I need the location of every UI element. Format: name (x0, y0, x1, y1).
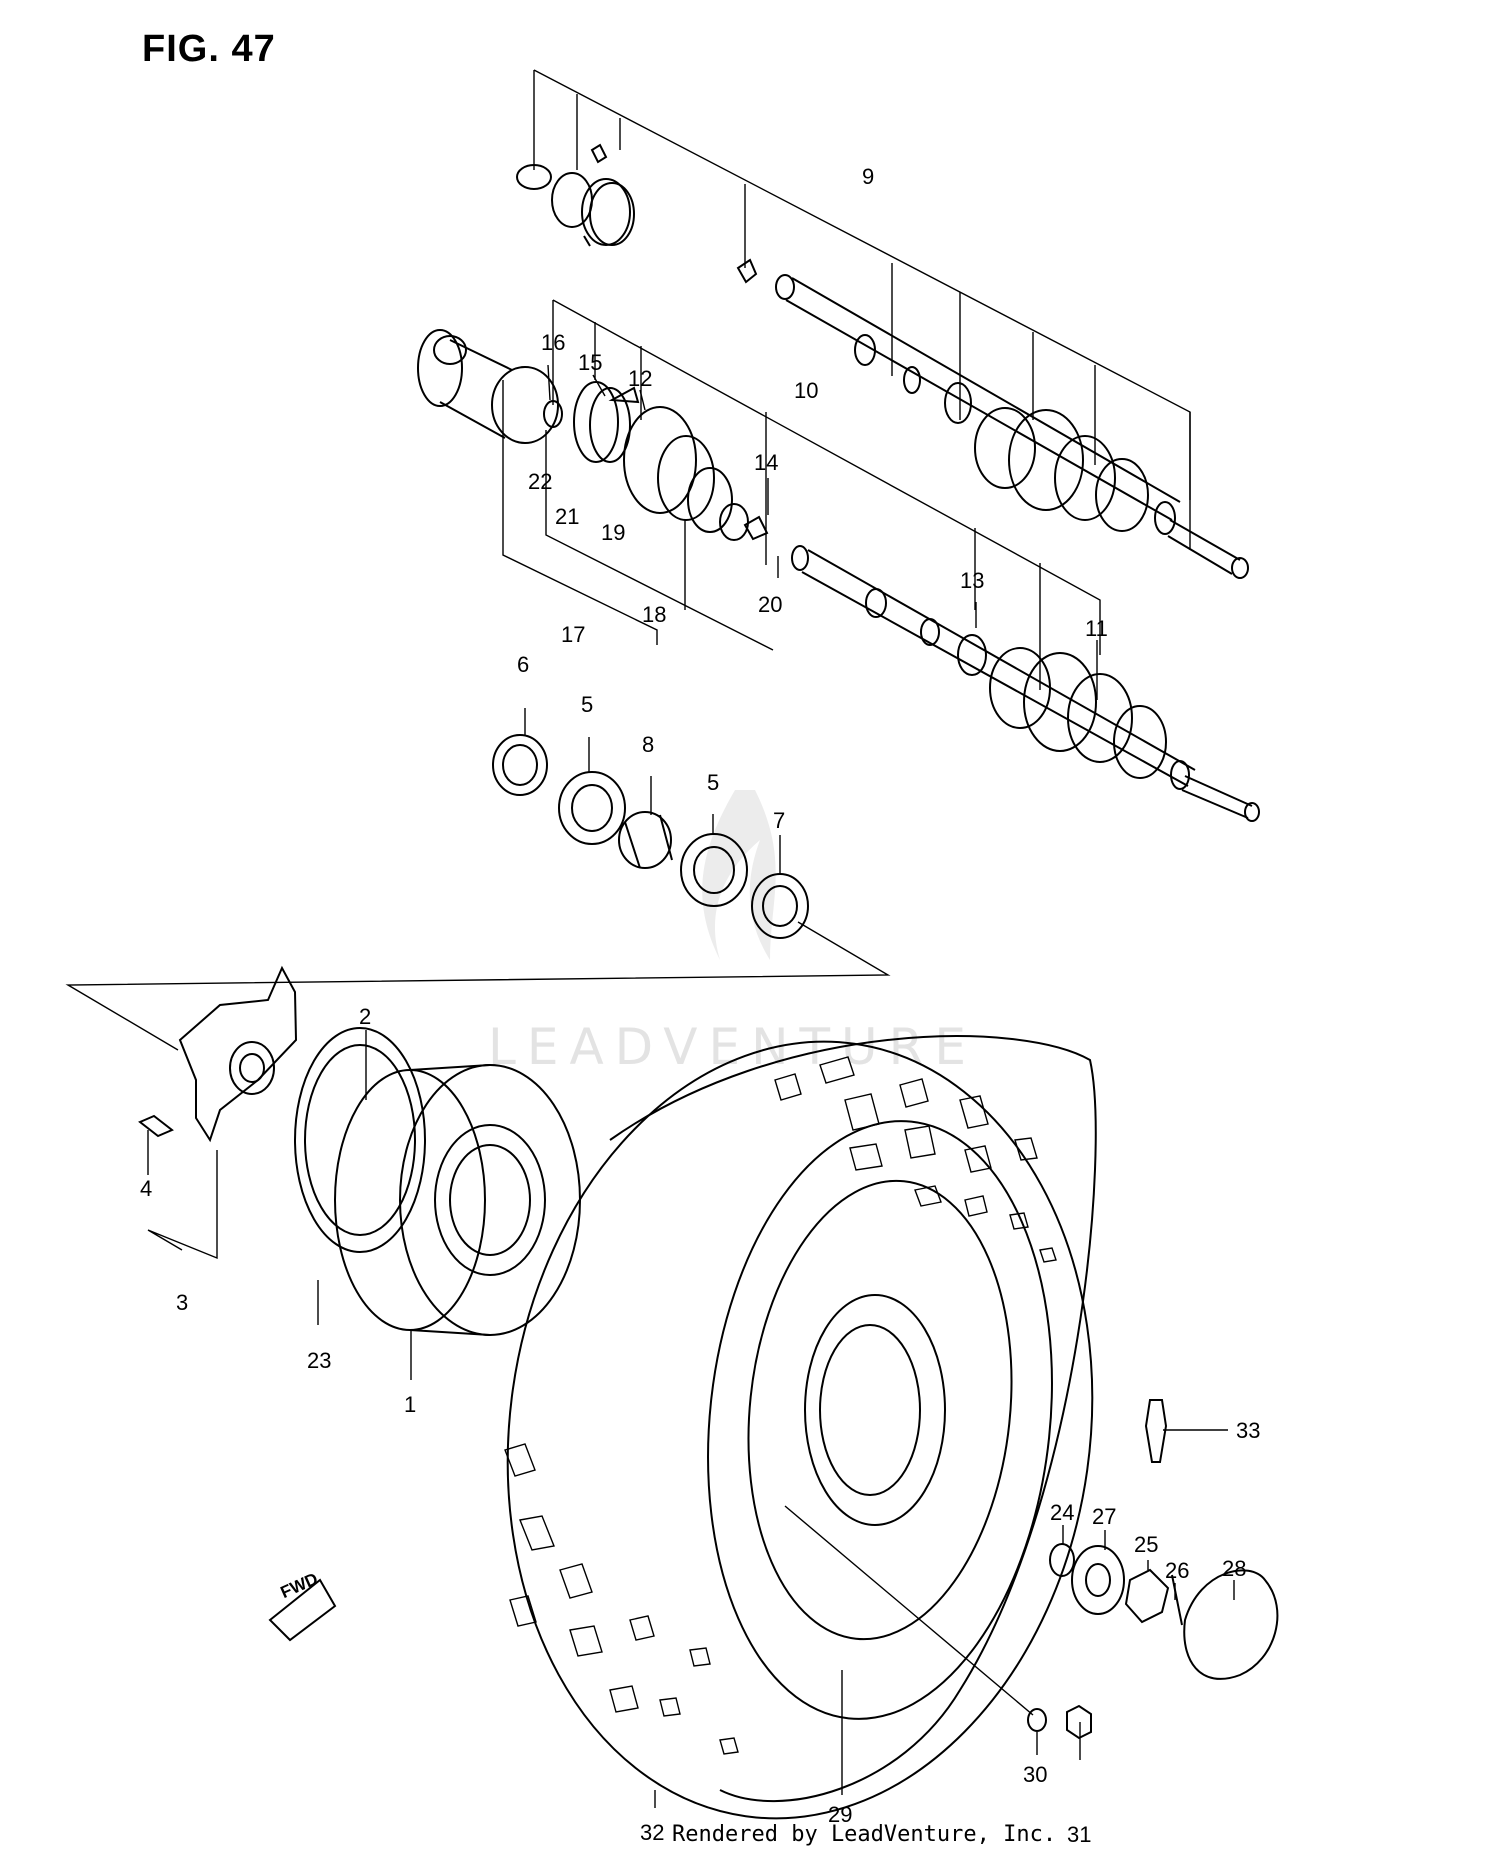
drive-shaft-lower (791, 545, 1260, 822)
tire-tread-blocks (504, 1056, 1057, 1755)
callout-17: 17 (561, 622, 585, 647)
callout-10: 10 (794, 378, 818, 403)
callout-6: 6 (517, 652, 529, 677)
callout-15: 15 (578, 350, 602, 375)
callout-5a: 5 (581, 692, 593, 717)
figure-title: FIG. 47 (142, 28, 276, 70)
callout-19: 19 (601, 520, 625, 545)
callout-1: 1 (404, 1392, 416, 1417)
callout-3: 3 (176, 1290, 188, 1315)
callout-25: 25 (1134, 1532, 1158, 1557)
callout-28: 28 (1222, 1556, 1246, 1581)
callout-23: 23 (307, 1348, 331, 1373)
callout-4: 4 (140, 1176, 152, 1201)
watermark-logo (702, 790, 776, 960)
callout-9: 9 (862, 164, 874, 189)
callout-27: 27 (1092, 1504, 1116, 1529)
callout-8: 8 (642, 732, 654, 757)
callout-31: 31 (1067, 1822, 1091, 1847)
callout-18: 18 (642, 602, 666, 627)
callout-29: 29 (828, 1802, 852, 1827)
callout-26: 26 (1165, 1558, 1189, 1583)
tire-and-wheel (506, 1035, 1097, 1820)
callout-14: 14 (754, 450, 778, 475)
drive-shaft-upper (736, 258, 1249, 579)
watermark-text: LEADVENTURE (488, 1018, 977, 1076)
callout-21: 21 (555, 504, 579, 529)
callout-16: 16 (541, 330, 565, 355)
callout-30: 30 (1023, 1762, 1047, 1787)
callout-2: 2 (359, 1004, 371, 1029)
boot-band-set-top (516, 143, 635, 247)
callout-22: 22 (528, 469, 552, 494)
callout-7: 7 (773, 808, 785, 833)
callout-32: 32 (640, 1820, 664, 1845)
brake-panel (138, 965, 298, 1143)
callout-20: 20 (758, 592, 782, 617)
callout-numbers: 1 2 3 4 5 5 6 7 8 9 10 11 12 13 14 15 16… (140, 164, 1260, 1847)
leader-lines (65, 69, 1235, 1808)
cv-joint-outer-assembly (417, 329, 769, 541)
forward-arrow-icon (268, 1578, 337, 1642)
callout-13: 13 (960, 568, 984, 593)
brake-drum (294, 1027, 581, 1336)
callout-12: 12 (628, 366, 652, 391)
render-credit: Rendered by LeadVenture, Inc. (672, 1822, 1057, 1847)
callout-5b: 5 (707, 770, 719, 795)
callout-33: 33 (1236, 1418, 1260, 1443)
callout-11: 11 (1085, 616, 1108, 641)
hub-nut-parts (1027, 1399, 1279, 1740)
callout-24: 24 (1050, 1500, 1074, 1525)
